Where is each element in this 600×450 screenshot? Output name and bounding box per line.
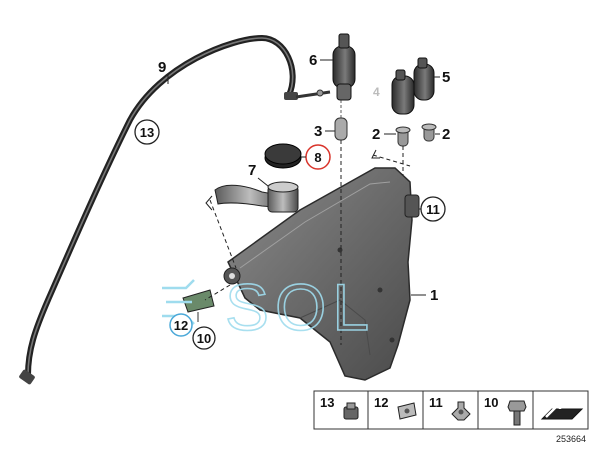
legend-item-12: 12 (374, 395, 417, 420)
filler-cap-8 (264, 143, 302, 169)
push-nut-icon (451, 401, 471, 421)
parts-legend: 13 12 11 10 (313, 390, 589, 430)
clip-icon (343, 402, 359, 420)
callout-4: 4 (373, 85, 380, 99)
speed-nut-icon (397, 402, 417, 420)
washer-hose (19, 34, 298, 385)
callout-1: 1 (430, 287, 438, 304)
callout-5: 5 (442, 69, 450, 86)
bracket-12 (182, 289, 215, 322)
legend-item-arrow (540, 401, 584, 420)
callout-8: 8 (314, 150, 321, 165)
filler-neck-7 (214, 181, 299, 213)
callout-6: 6 (309, 52, 317, 69)
callout-3: 3 (314, 123, 322, 140)
hex-bolt-icon (507, 400, 527, 426)
watermark-text: SOL (225, 270, 375, 344)
washer-reservoir-tank (223, 167, 420, 381)
diagram-number: 253664 (556, 434, 586, 444)
legend-item-11: 11 (429, 395, 471, 421)
washer-pump-4 (391, 69, 415, 115)
washer-pump-6 (332, 33, 356, 101)
watermark: SOL (162, 269, 375, 345)
legend-label-12: 12 (374, 395, 388, 410)
callout-13: 13 (140, 125, 154, 140)
callout-2-right: 2 (442, 126, 450, 143)
callout-12: 12 (174, 318, 188, 333)
callout-11: 11 (426, 202, 440, 217)
legend-label-13: 13 (320, 395, 334, 410)
callout-10: 10 (197, 331, 211, 346)
legend-item-13: 13 (320, 395, 359, 420)
assembly-lines (204, 140, 411, 345)
hose-connector (295, 89, 331, 99)
legend-label-10: 10 (484, 395, 498, 410)
grommet-2-left (395, 126, 411, 147)
legend-label-11: 11 (429, 395, 443, 410)
grommet-2-right (421, 123, 437, 142)
legend-item-10: 10 (484, 395, 527, 426)
wedge-arrow-icon (540, 401, 584, 420)
callout-2-left: 2 (372, 126, 380, 143)
callout-labels: 9 13 6 3 4 5 2 2 8 7 11 1 (134, 52, 450, 350)
grommet-3 (334, 100, 348, 141)
assembly-brackets (205, 149, 380, 211)
callout-7: 7 (248, 162, 256, 179)
callout-9: 9 (158, 59, 166, 76)
washer-pump-5 (413, 57, 435, 101)
